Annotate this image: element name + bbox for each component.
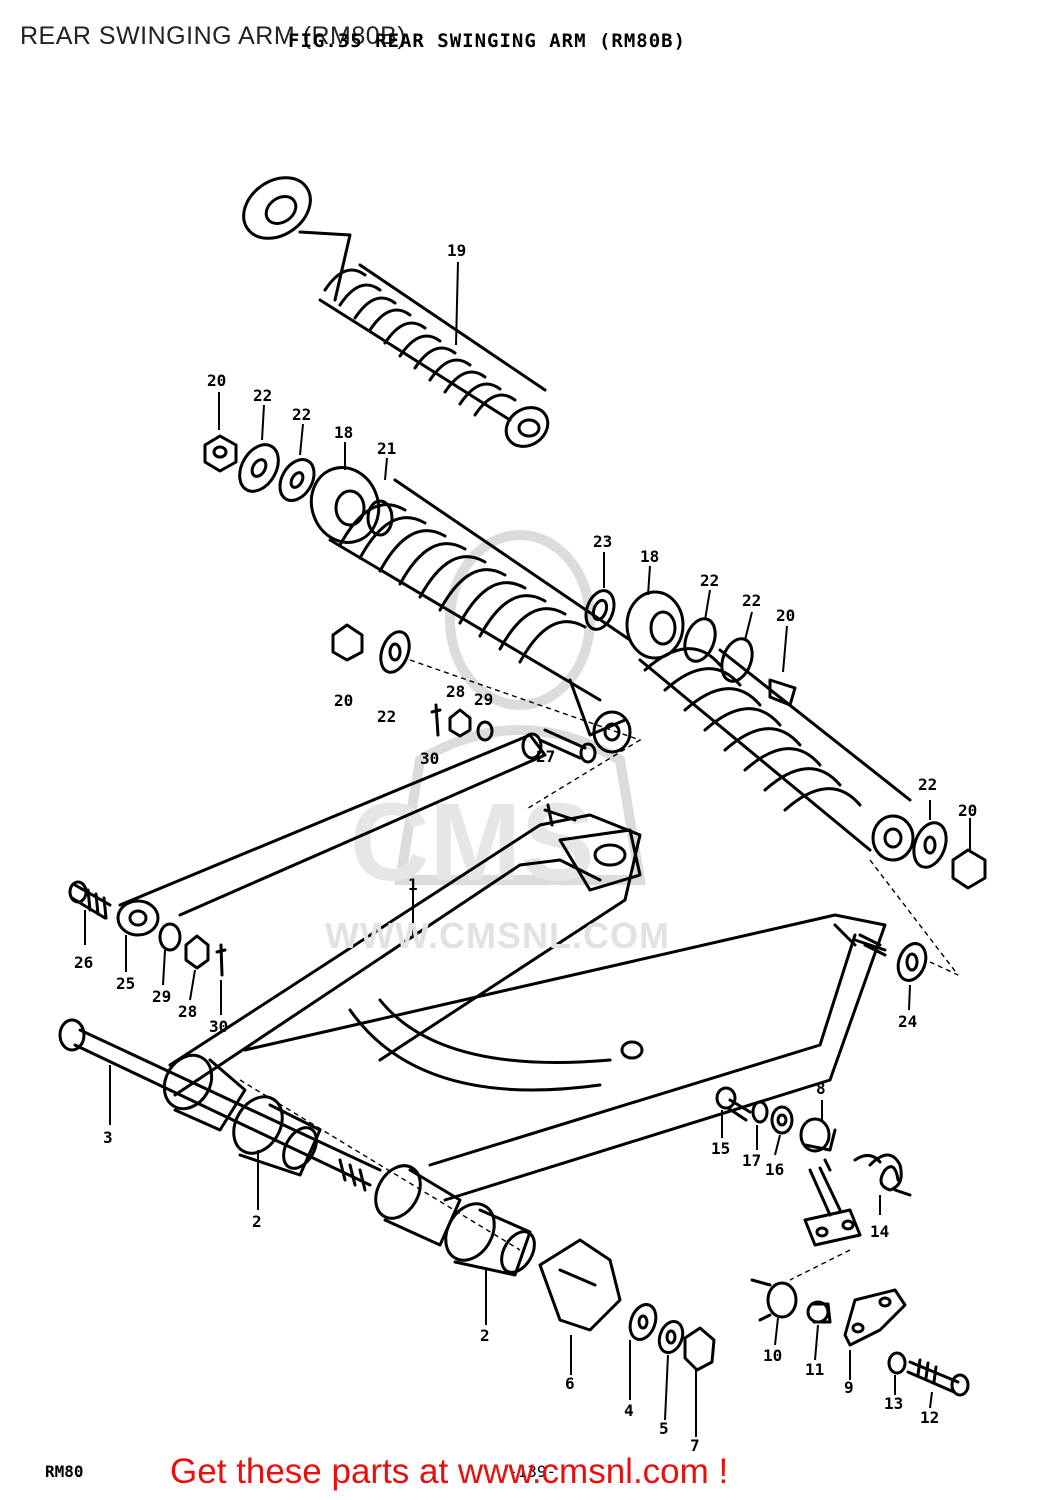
- callout-11: 11: [805, 1360, 824, 1379]
- torque-link-rod: [116, 732, 547, 937]
- callout-13: 13: [884, 1394, 903, 1413]
- watermark-url: WWW.CMSNL.COM: [325, 915, 670, 956]
- washer-23: [584, 589, 616, 631]
- washer-22-a: [238, 443, 280, 493]
- washer-22-b: [278, 458, 316, 502]
- callout-18: 18: [640, 547, 659, 566]
- washer-13: [887, 1351, 907, 1375]
- bolt-12: [906, 1358, 970, 1397]
- leader-lines: [84, 261, 971, 1437]
- chain-guide-6: [538, 1238, 622, 1332]
- svg-text:CMS: CMS: [350, 781, 594, 904]
- callout-30: 30: [209, 1017, 228, 1036]
- washer-29-lower: [158, 922, 182, 952]
- callout-9: 9: [844, 1378, 854, 1397]
- collar-11: [806, 1300, 832, 1324]
- shock-absorber-left: [309, 466, 632, 754]
- bolt-26: [68, 880, 112, 920]
- bracket-9: [843, 1288, 907, 1347]
- callout-22: 22: [918, 775, 937, 794]
- assembly-guide-lines: [239, 659, 959, 1281]
- nut-28-lower: [184, 934, 210, 970]
- page-title: REAR SWINGING ARM (RM80B): [20, 22, 407, 50]
- get-parts-link[interactable]: Get these parts at www.cmsnl.com !: [170, 1452, 729, 1491]
- bushing-2-left: [162, 1053, 322, 1177]
- shock-absorber-top: [242, 176, 550, 448]
- spring-14: [853, 1153, 912, 1197]
- nut-7: [683, 1326, 716, 1372]
- washer-4: [628, 1303, 658, 1341]
- pivot-10: [750, 1278, 798, 1322]
- callout-20: 20: [334, 691, 353, 710]
- callout-18: 18: [334, 423, 353, 442]
- callout-22: 22: [253, 386, 272, 405]
- nut-20-mid: [331, 623, 364, 662]
- washer-5: [657, 1320, 685, 1354]
- model-code: RM80: [45, 1462, 84, 1481]
- callout-22: 22: [700, 571, 719, 590]
- callout-19: 19: [447, 241, 466, 260]
- callout-24: 24: [898, 1012, 917, 1031]
- callout-16: 16: [765, 1160, 784, 1179]
- callout-4: 4: [624, 1401, 634, 1420]
- callout-30: 30: [420, 749, 439, 768]
- callout-12: 12: [920, 1408, 939, 1427]
- callout-20: 20: [776, 606, 795, 625]
- callout-2: 2: [480, 1326, 490, 1345]
- cotter-pin-30-upper: [430, 703, 442, 737]
- callout-numbers: 19 20 22 22 18 21 23 18 22 22 20 20 22 2…: [74, 241, 977, 1455]
- callout-20: 20: [958, 801, 977, 820]
- callout-23: 23: [593, 532, 612, 551]
- washer-22-f: [379, 630, 411, 674]
- callout-28: 28: [446, 682, 465, 701]
- callout-25: 25: [116, 974, 135, 993]
- callout-22: 22: [742, 591, 761, 610]
- nut-20-right: [951, 848, 987, 890]
- callout-17: 17: [742, 1151, 761, 1170]
- bolt-15: [715, 1086, 752, 1122]
- pivot-shaft-3: [58, 1018, 382, 1192]
- washer-22-e: [912, 821, 948, 869]
- swing-arm: [168, 803, 887, 1202]
- callout-22: 22: [292, 405, 311, 424]
- callout-29: 29: [152, 987, 171, 1006]
- callout-21: 21: [377, 439, 396, 458]
- bushing-2-right: [374, 1164, 536, 1277]
- washer-24: [896, 942, 928, 982]
- washer-17: [751, 1100, 769, 1124]
- page-number: -139-: [508, 1462, 557, 1481]
- callout-8: 8: [816, 1079, 826, 1098]
- callout-15: 15: [711, 1139, 730, 1158]
- cotter-pin-30-lower: [215, 943, 227, 977]
- washer-16: [770, 1105, 794, 1135]
- callout-29: 29: [474, 690, 493, 709]
- callout-1: 1: [408, 875, 418, 894]
- nut-28-upper: [448, 708, 472, 738]
- bolt-27: [538, 728, 597, 764]
- callout-22: 22: [377, 707, 396, 726]
- callout-7: 7: [690, 1436, 700, 1455]
- spacer-8: [799, 1117, 862, 1247]
- cms-watermark-logo: CMS: [350, 530, 646, 904]
- callout-3: 3: [103, 1128, 113, 1147]
- shock-absorber-right: [625, 590, 915, 862]
- callout-20: 20: [207, 371, 226, 390]
- nut-20-left: [203, 434, 238, 473]
- callout-26: 26: [74, 953, 93, 972]
- callout-6: 6: [565, 1374, 575, 1393]
- callout-5: 5: [659, 1419, 669, 1438]
- callout-2: 2: [252, 1212, 262, 1231]
- washer-29-upper: [476, 720, 494, 742]
- callout-14: 14: [870, 1222, 889, 1241]
- figure-caption: FIG.35 REAR SWINGING ARM (RM80B): [288, 30, 687, 52]
- callout-27: 27: [536, 747, 555, 766]
- callout-10: 10: [763, 1346, 782, 1365]
- callout-28: 28: [178, 1002, 197, 1021]
